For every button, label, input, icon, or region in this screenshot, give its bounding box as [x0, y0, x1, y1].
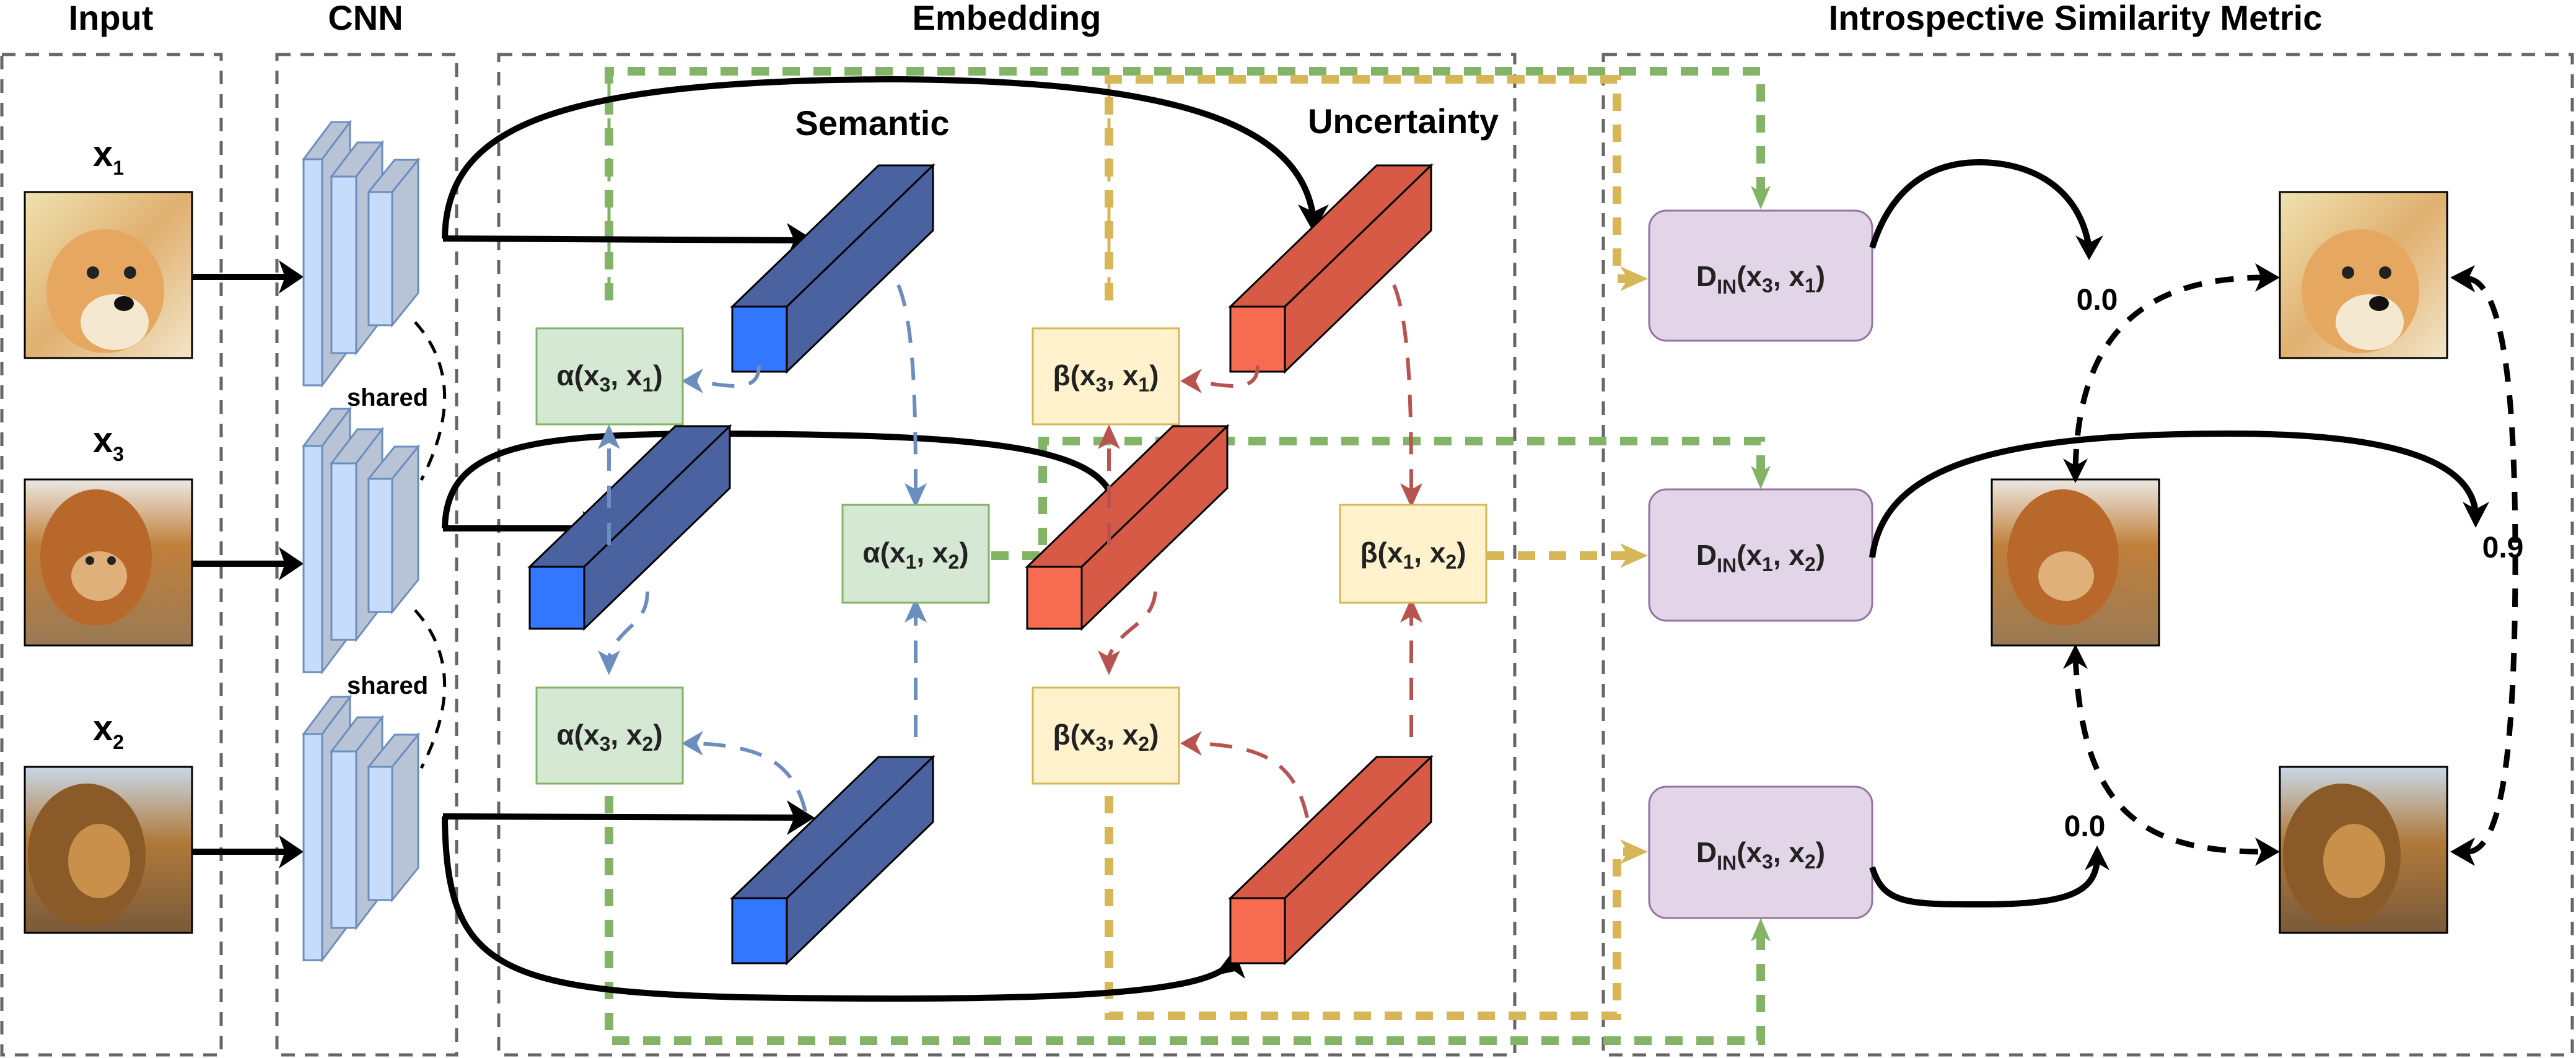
input-label-x1: x1 [93, 134, 124, 179]
shared-label-1: shared [347, 384, 428, 411]
svg-text:α(x3, x1): α(x3, x1) [556, 359, 662, 396]
alpha-box-x3-x1: α(x3, x1) [535, 327, 684, 426]
cnn-layer-2-c [366, 444, 421, 615]
semantic-label: Semantic [795, 103, 950, 142]
arrow-cnn2-to-uncertainty2 [442, 816, 1233, 1002]
embedding-section-frame [497, 53, 1517, 1057]
arrow-d3-to-score [1869, 860, 2100, 908]
arrow-cnn1-to-uncertainty1 [442, 76, 1316, 239]
beta-box-x1-x2: β(x1, x2) [1339, 504, 1487, 604]
green-arrowhead-d2 [1751, 466, 1771, 489]
red-unc3-to-beta32 [1107, 591, 1157, 658]
dashed-dog-lion [2468, 276, 2518, 855]
svg-text:x3: x3 [93, 420, 124, 465]
blue-sem1-to-alpha12 [896, 284, 918, 490]
yellow-arrowhead-d3 [1620, 839, 1648, 864]
red-unc1-to-beta31 [1195, 365, 1260, 388]
blue-sem2-to-alpha32 [696, 741, 807, 812]
d-box-x3-x1: DIN(x3, x1) [1648, 209, 1873, 342]
alpha-box-x3-x2: α(x3, x2) [535, 686, 684, 785]
green-arrowhead-d3 [1751, 918, 1771, 942]
blue-sem1-to-alpha31 [696, 365, 761, 388]
blue-sem3-to-alpha32 [607, 591, 649, 657]
score-x3-x1: 0.0 [2077, 284, 2118, 317]
svg-text:DIN(x3, x1): DIN(x3, x1) [1696, 260, 1825, 298]
output-image-lion [2279, 766, 2448, 934]
alpha-box-x1-x2: α(x1, x2) [841, 504, 990, 604]
d-box-x1-x2: DIN(x1, x2) [1648, 488, 1873, 622]
input-image-x1 [24, 191, 193, 359]
cnn-layer-3-c [366, 732, 421, 903]
beta-box-x3-x1: β(x3, x1) [1032, 327, 1180, 426]
red-unc2-to-beta32 [1195, 741, 1309, 818]
yellow-arrowhead-d2 [1620, 543, 1648, 568]
arrow-cnn1-to-semantic1 [442, 235, 800, 243]
section-title-input: Input [69, 0, 154, 37]
metric-section-frame [1601, 53, 2574, 1057]
red-unc1-to-beta12 [1392, 284, 1413, 490]
green-route-bottom [605, 796, 1765, 1045]
input-label-x3: x3 [93, 420, 124, 465]
green-route-mid [991, 437, 1765, 560]
input-image-x3 [24, 478, 193, 647]
section-title-cnn: CNN [328, 0, 403, 37]
arrow-d1-to-score [1869, 159, 2092, 249]
yellow-arrowhead-d1 [1620, 266, 1648, 291]
arrow-cnn3-to-uncertainty3 [442, 430, 1118, 529]
arrow-d2-to-score [1869, 430, 2479, 558]
score-x3-x2: 0.0 [2064, 810, 2106, 843]
uncertainty-label: Uncertainty [1308, 102, 1499, 141]
uncertainty-embedding-x3 [1025, 424, 1230, 631]
green-arrowhead-d1 [1751, 186, 1771, 209]
section-title-metric: Introspective Similarity Metric [1829, 0, 2323, 37]
svg-text:x2: x2 [93, 708, 124, 753]
svg-text:DIN(x1, x2): DIN(x1, x2) [1696, 539, 1825, 577]
yellow-route-top [1105, 75, 1636, 300]
output-image-mix [1991, 478, 2160, 647]
svg-text:x1: x1 [93, 134, 124, 179]
shared-connector-1 [414, 321, 447, 481]
d-box-x3-x2: DIN(x3, x2) [1648, 785, 1873, 919]
shared-connector-2 [414, 609, 447, 769]
output-image-dog [2279, 191, 2448, 359]
dashed-dog-mix [2072, 274, 2262, 468]
arrow-cnn2-to-semantic2 [442, 813, 800, 821]
section-title-embedding: Embedding [913, 0, 1102, 37]
cnn-layer-1-c [366, 157, 421, 328]
input-image-x2 [24, 766, 193, 934]
semantic-embedding-x2 [730, 754, 935, 966]
shared-label-2: shared [347, 672, 428, 699]
dashed-lion-mix [2072, 656, 2262, 855]
input-label-x2: x2 [93, 708, 124, 753]
uncertainty-embedding-x1 [1228, 163, 1434, 374]
svg-text:DIN(x3, x2): DIN(x3, x2) [1696, 836, 1825, 874]
cnn-section-frame [275, 53, 458, 1057]
uncertainty-embedding-x2 [1228, 754, 1434, 966]
yellow-route-bottom [1105, 796, 1636, 1020]
semantic-embedding-x1 [730, 163, 935, 374]
beta-box-x3-x2: β(x3, x2) [1032, 686, 1180, 785]
input-section-frame [0, 53, 223, 1057]
semantic-embedding-x3 [527, 424, 732, 631]
